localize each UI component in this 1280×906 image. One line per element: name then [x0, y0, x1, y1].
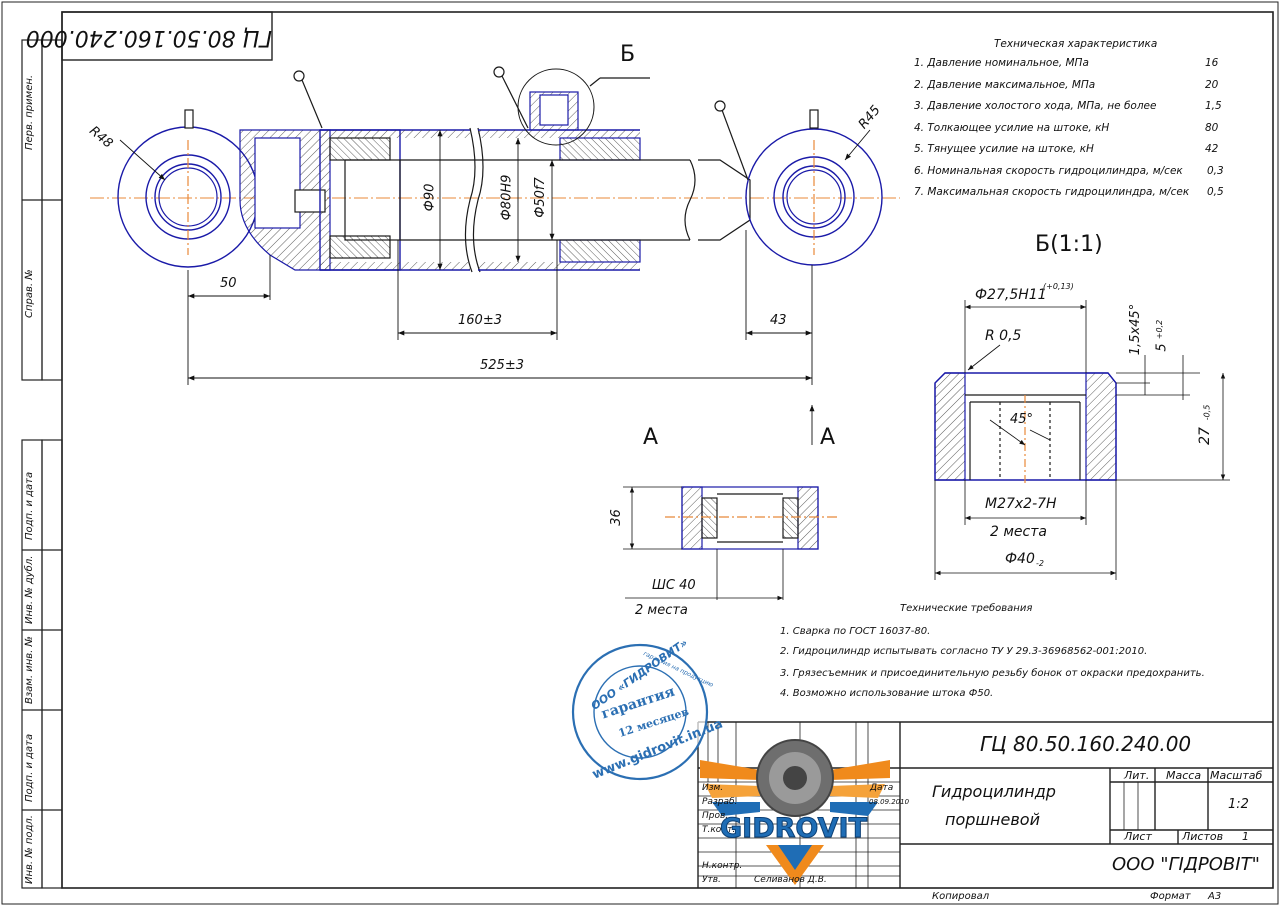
- tb-lit: Лит.: [1124, 769, 1150, 782]
- spec-row-5: 5. Тянущее усилие на штоке, кН: [914, 143, 1094, 155]
- dim-43: 43: [770, 313, 787, 328]
- spec-val-1: 16: [1205, 57, 1219, 69]
- tb-name-2: поршневой: [945, 810, 1040, 829]
- a-36: 36: [608, 509, 624, 526]
- tb-format-label: Формат: [1150, 891, 1191, 902]
- main-dimensions: [119, 129, 871, 445]
- a-2places: 2 места: [635, 603, 688, 618]
- gidrovit-logo: [700, 739, 890, 885]
- section-a: [623, 486, 840, 601]
- det-5-tol: +0,2: [1155, 319, 1165, 340]
- spec-row-1: 1. Давление номинальное, МПа: [914, 57, 1089, 69]
- tb-utv: Утв.: [702, 875, 721, 885]
- strip-label-podp2: Подп. и дата: [24, 733, 35, 802]
- strip-label-vzam: Взам. инв. №: [24, 636, 35, 704]
- tb-name-1: Гидроцилиндр: [932, 782, 1056, 801]
- drawing-number-rotated: ГЦ 80.50.160.240.000: [25, 25, 272, 50]
- req-row-1: 1. Сварка по ГОСТ 16037-80.: [780, 626, 931, 637]
- tb-data: Дата: [870, 783, 894, 793]
- spec-val-6: 0,3: [1207, 165, 1224, 177]
- view-a-label: А: [643, 425, 659, 450]
- detail-b: [934, 300, 1230, 580]
- spec-row-2: 2. Давление максимальное, МПа: [914, 79, 1096, 91]
- det-chamfer: 1,5х45°: [1128, 303, 1144, 356]
- det-2places: 2 места: [990, 524, 1047, 540]
- det-d40: Ф40: [1005, 551, 1035, 567]
- tech-spec-title: Техническая характеристика: [994, 38, 1158, 50]
- view-b-scale-label: Б(1:1): [1035, 232, 1103, 257]
- tb-sheets: Листов: [1182, 830, 1224, 843]
- tb-sheets-count: 1: [1242, 830, 1249, 843]
- dim-50: 50: [220, 276, 237, 291]
- strip-label-sprav: Справ. №: [24, 269, 35, 318]
- spec-row-6: 6. Номинальная скорость гидроцилиндра, м…: [914, 165, 1183, 177]
- det-d275: Ф27,5H11: [975, 287, 1047, 303]
- spec-row-3: 3. Давление холостого хода, МПа, не боле…: [914, 100, 1157, 112]
- spec-val-2: 20: [1205, 79, 1219, 91]
- tb-scale: 1:2: [1228, 797, 1249, 812]
- arrow-a-label: А: [820, 425, 836, 450]
- det-27-tol: -0,5: [1202, 404, 1212, 421]
- det-27: 27: [1196, 427, 1213, 445]
- logo-text: GIDROVIT: [720, 813, 868, 845]
- req-row-3: 3. Грязесъемник и присоединительную резь…: [780, 668, 1205, 679]
- view-b-label: Б: [620, 42, 636, 67]
- tb-scale-label: Масштаб: [1210, 769, 1263, 782]
- det-5: 5: [1154, 343, 1170, 352]
- det-d40-tol: -2: [1036, 559, 1044, 568]
- tb-number: ГЦ 80.50.160.240.00: [980, 732, 1192, 756]
- dim-d50: Ф50f7: [532, 177, 548, 218]
- tb-nkontr: Н.контр.: [702, 861, 743, 871]
- tb-tkontr: Т.конт.: [702, 825, 736, 835]
- a-shs: ШС 40: [652, 578, 696, 593]
- strip-label-perv: Перв. примен.: [24, 74, 35, 150]
- spec-val-4: 80: [1205, 122, 1219, 134]
- warranty-stamp: [571, 643, 709, 781]
- strip-label-podp1: Подп. и дата: [24, 471, 35, 540]
- tb-prov: Пров.: [702, 811, 729, 821]
- tb-razrab: Разраб.: [702, 797, 738, 807]
- req-row-2: 2. Гидроцилиндр испытывать согласно ТУ У…: [780, 646, 1148, 657]
- strip-label-inv-dubl: Инв. № дубл.: [24, 555, 35, 624]
- tech-req-title: Технические требования: [900, 603, 1033, 614]
- tb-date-value: 08.09.2010: [869, 798, 910, 806]
- spec-val-7: 0,5: [1207, 186, 1224, 198]
- det-r05: R 0,5: [985, 328, 1022, 344]
- det-thread: М27х2-7Н: [985, 496, 1057, 512]
- det-45: 45°: [1010, 412, 1034, 427]
- right-eye-outer: [745, 128, 883, 266]
- spec-val-5: 42: [1205, 143, 1219, 155]
- spec-val-3: 1,5: [1205, 100, 1222, 112]
- spec-row-4: 4. Толкающее усилие на штоке, кН: [914, 122, 1110, 134]
- tb-copied: Копировал: [932, 891, 990, 902]
- tb-sheet: Лист: [1124, 830, 1152, 843]
- spec-row-7: 7. Максимальная скорость гидроцилиндра, …: [914, 186, 1190, 198]
- dim-d80: Ф80H9: [499, 174, 515, 221]
- strip-label-inv-podl: Инв. № подл.: [24, 815, 35, 884]
- cylinder-assembly: [90, 66, 900, 273]
- det-d275-tol: (+0,13): [1043, 282, 1074, 291]
- dim-total: 525±3: [480, 358, 524, 373]
- dim-stroke: 160±3: [458, 313, 502, 328]
- tb-company: ООО "ГІДРОВІТ": [1112, 854, 1260, 875]
- tb-format: А3: [1208, 891, 1222, 902]
- tb-mass: Масса: [1166, 769, 1202, 782]
- tb-izm: Изм.: [702, 783, 724, 793]
- req-row-4: 4. Возможно использование штока Ф50.: [780, 688, 994, 699]
- tb-utv-name: Селиванов Д.В.: [754, 875, 827, 885]
- dim-d90: Ф90: [422, 183, 438, 212]
